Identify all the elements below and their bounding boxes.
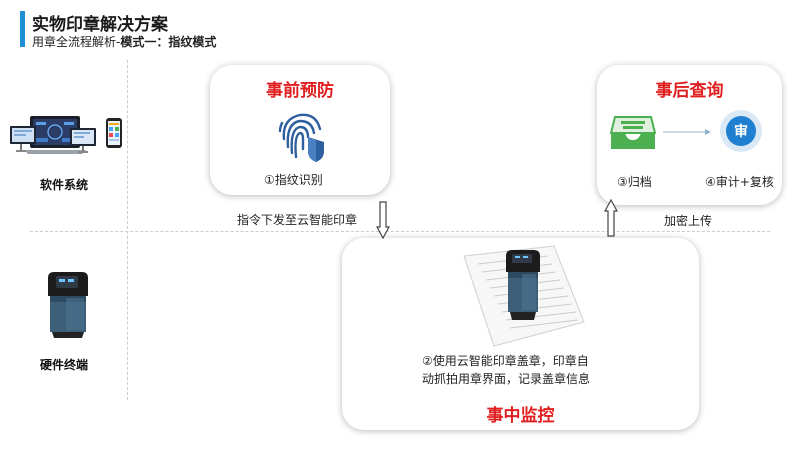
- title-accent-bar: [20, 11, 25, 47]
- command-dispatch-label: 指令下发至云智能印章: [237, 213, 358, 227]
- monitoring-desc-line1: ②使用云智能印章盖章，印章自: [422, 354, 589, 368]
- software-system-label: 软件系统: [40, 178, 89, 192]
- row-divider: [30, 231, 770, 232]
- prevention-card: 事前预防 ①指纹识别: [210, 65, 390, 195]
- prevention-card-title: 事前预防: [266, 81, 334, 101]
- smart-seal-device-image: [42, 268, 92, 340]
- page-subtitle: 用章全流程解析-模式一：指纹模式: [32, 33, 216, 50]
- monitoring-card: ②使用云智能印章盖章，印章自 动抓拍用章界面，记录盖章信息 事中监控: [342, 238, 699, 430]
- encrypted-upload-label: 加密上传: [664, 214, 713, 228]
- monitoring-card-title: 事中监控: [486, 406, 555, 426]
- column-divider: [127, 60, 128, 400]
- down-arrow-icon: [376, 201, 390, 239]
- page-title: 实物印章解决方案: [32, 15, 168, 35]
- audit-step-label: ④审计+复核: [705, 175, 774, 189]
- post-query-card-title: 事后查询: [655, 81, 724, 101]
- monitoring-desc-line2: 动抓拍用章界面，记录盖章信息: [422, 372, 591, 386]
- fingerprint-step-label: ①指纹识别: [264, 173, 323, 187]
- up-arrow-icon: [604, 199, 618, 237]
- hardware-terminal-label: 硬件终端: [40, 358, 89, 372]
- audit-seal-icon: 审: [719, 109, 763, 153]
- archive-step-label: ③归档: [617, 175, 652, 189]
- audit-seal-glyph: 审: [734, 123, 748, 140]
- subtitle-prefix: 用章全流程解析-: [32, 35, 121, 49]
- software-devices-image: [8, 114, 126, 174]
- subtitle-mode: 模式一：指纹模式: [120, 35, 217, 49]
- fingerprint-shield-icon: [274, 109, 328, 163]
- inbox-tray-icon: [609, 113, 657, 151]
- archive-to-audit-arrow: [663, 129, 711, 135]
- post-query-card: 事后查询 审 ③归档 ④审计+复核: [597, 65, 782, 205]
- smart-seal-on-document-icon: [458, 242, 588, 350]
